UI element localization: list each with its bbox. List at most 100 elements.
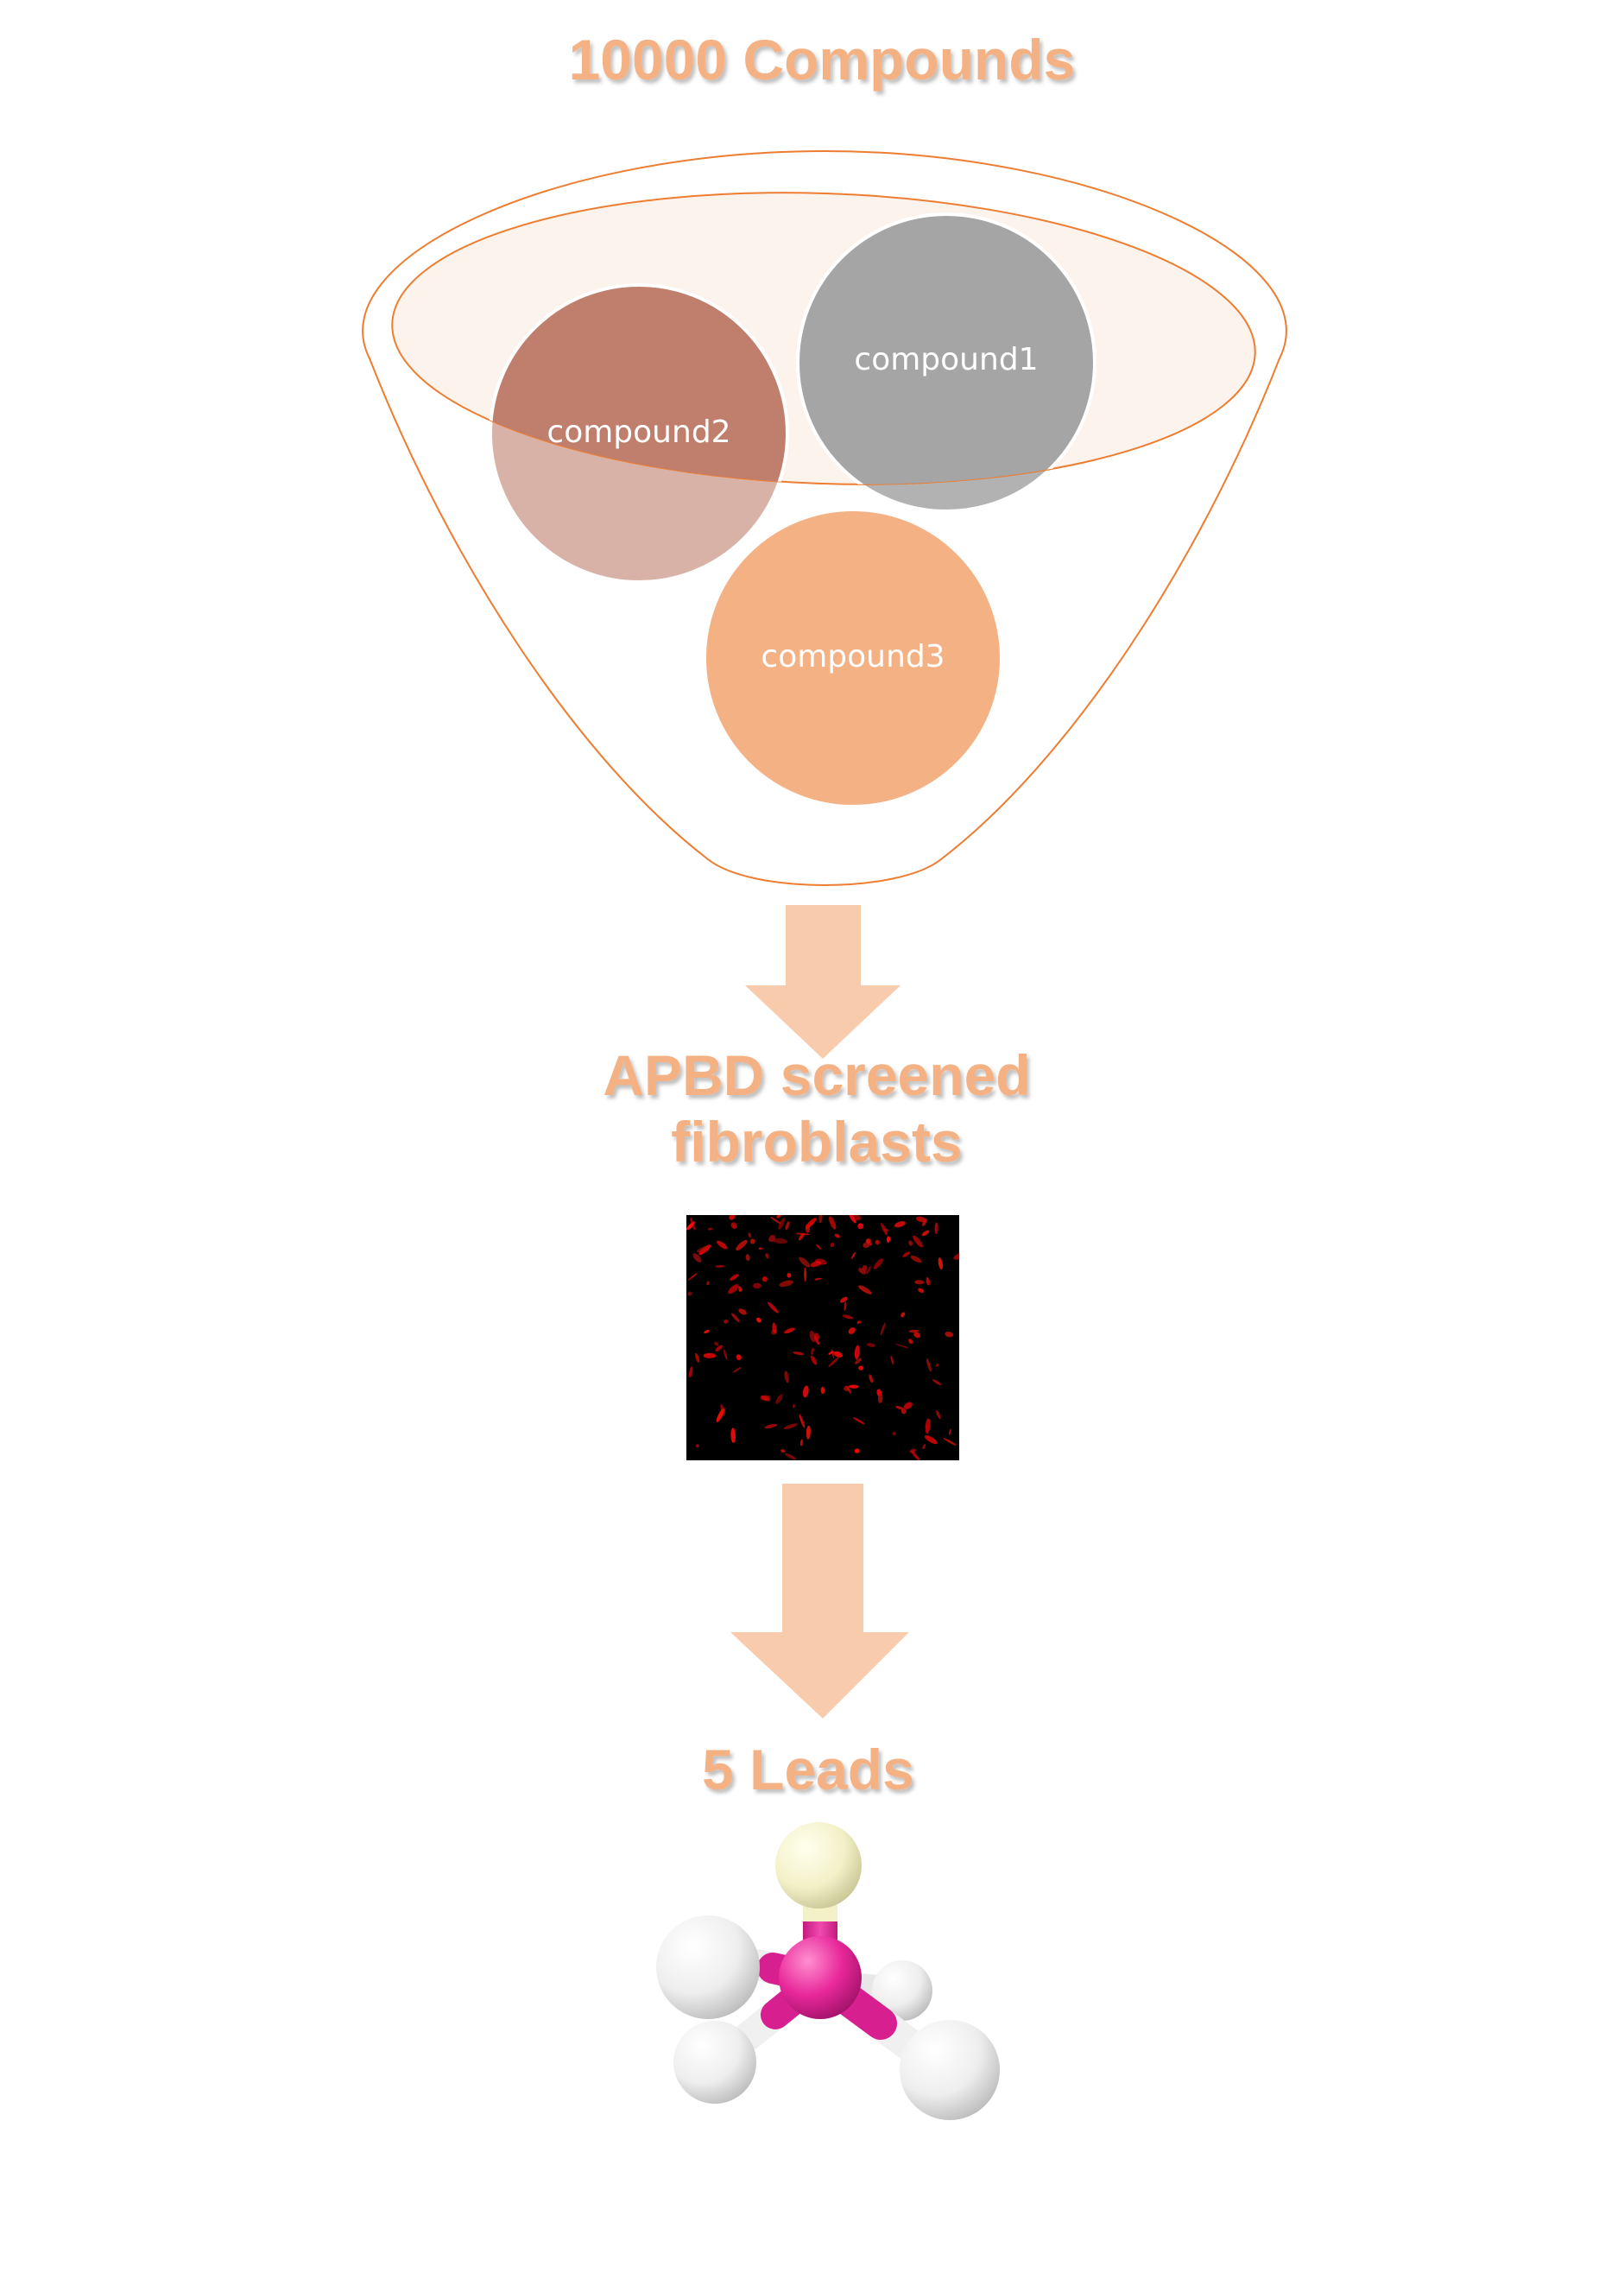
- cell-mark: [858, 1365, 863, 1371]
- cell-mark: [820, 1386, 825, 1395]
- cell-mark: [844, 1385, 850, 1391]
- cell-mark: [780, 1449, 786, 1453]
- cell-mark: [844, 1301, 847, 1311]
- compound1-bubble-rim-part: [796, 212, 1096, 499]
- cell-mark: [738, 1286, 742, 1293]
- cell-mark: [863, 1242, 870, 1249]
- cell-mark: [704, 1329, 710, 1334]
- cell-mark: [816, 1244, 822, 1250]
- cell-mark: [730, 1222, 737, 1230]
- cell-mark: [828, 1351, 834, 1355]
- cell-mark: [926, 1276, 930, 1286]
- cell-mark: [895, 1405, 905, 1410]
- cell-mark: [724, 1349, 728, 1361]
- cell-mark: [814, 1277, 822, 1281]
- cell-mark: [913, 1235, 923, 1248]
- cell-mark: [910, 1255, 922, 1263]
- cell-mark: [903, 1402, 913, 1409]
- cell-mark: [760, 1395, 771, 1401]
- cell-mark: [842, 1314, 854, 1320]
- cell-mark: [787, 1273, 792, 1278]
- cell-mark: [953, 1252, 959, 1260]
- cell-mark: [689, 1366, 693, 1378]
- cell-mark: [936, 1410, 941, 1420]
- cell-mark: [730, 1428, 736, 1443]
- cell-mark: [696, 1245, 709, 1252]
- cell-mark: [776, 1215, 781, 1219]
- cell-mark: [806, 1425, 811, 1440]
- cell-mark: [724, 1319, 729, 1324]
- cell-mark: [924, 1434, 938, 1445]
- cell-mark: [925, 1418, 931, 1434]
- cell-mark: [729, 1215, 736, 1220]
- cell-mark: [818, 1215, 823, 1224]
- cell-mark: [793, 1403, 795, 1409]
- cell-mark: [695, 1444, 699, 1448]
- down-arrow-1: [745, 905, 900, 1059]
- cell-mark: [909, 1448, 916, 1453]
- cell-mark: [784, 1327, 795, 1334]
- cell-mark: [779, 1280, 793, 1288]
- funnel-outline: [362, 149, 1287, 886]
- cell-mark: [707, 1227, 713, 1231]
- cell-mark: [793, 1352, 805, 1356]
- cell-mark: [945, 1332, 954, 1338]
- cell-mark: [736, 1239, 748, 1251]
- cell-mark: [770, 1216, 781, 1225]
- output-stage-title: 5 Leads: [702, 1738, 914, 1801]
- cell-mark: [938, 1257, 943, 1270]
- cell-mark: [706, 1281, 710, 1286]
- cell-mark: [811, 1347, 814, 1355]
- cell-mark: [806, 1218, 817, 1229]
- cell-mark: [687, 1291, 692, 1296]
- cell-mark: [773, 1238, 787, 1244]
- cell-mark: [884, 1228, 888, 1231]
- cell-mark: [853, 1417, 865, 1425]
- cell-mark: [853, 1215, 861, 1221]
- cell-mark: [892, 1432, 896, 1436]
- cell-mark: [799, 1414, 806, 1428]
- cell-mark: [728, 1284, 739, 1295]
- cell-mark: [765, 1253, 769, 1259]
- cell-mark: [690, 1217, 696, 1231]
- cell-mark: [802, 1385, 809, 1398]
- cell-mark: [784, 1371, 789, 1383]
- cell-mark: [851, 1252, 856, 1259]
- cell-mark: [848, 1327, 856, 1334]
- cell-mark: [738, 1308, 747, 1315]
- cell-mark: [811, 1355, 818, 1365]
- cell-mark: [857, 1223, 864, 1230]
- cell-mark: [778, 1218, 786, 1230]
- cell-mark: [856, 1320, 862, 1324]
- cell-mark: [914, 1280, 925, 1285]
- cell-mark: [926, 1358, 932, 1372]
- compound3-bubble: [703, 508, 1003, 808]
- cell-mark: [934, 1222, 938, 1234]
- cell-mark: [880, 1322, 886, 1336]
- compound1-label: compound1: [854, 342, 1038, 377]
- cell-mark: [829, 1216, 837, 1230]
- cell-mark: [748, 1232, 752, 1238]
- cell-mark: [908, 1240, 913, 1246]
- cell-mark: [866, 1266, 871, 1275]
- cell-mark: [869, 1374, 874, 1383]
- cell-mark: [877, 1394, 883, 1403]
- cell-mark: [935, 1363, 939, 1367]
- cell-mark: [814, 1336, 820, 1345]
- cell-mark: [858, 1285, 872, 1295]
- molecule-icon: [656, 1822, 1000, 2120]
- cell-mark: [875, 1239, 880, 1245]
- cell-mark: [785, 1221, 790, 1231]
- cell-mark: [731, 1313, 740, 1323]
- cell-mark: [798, 1233, 805, 1241]
- cell-mark: [783, 1423, 798, 1429]
- cell-mark: [758, 1247, 763, 1250]
- cell-mark: [833, 1351, 844, 1358]
- cell-mark: [902, 1251, 911, 1257]
- cell-mark: [799, 1439, 803, 1447]
- cell-mark: [890, 1355, 894, 1364]
- cell-mark: [948, 1428, 951, 1435]
- cell-mark: [692, 1253, 702, 1263]
- cell-mark: [799, 1257, 811, 1268]
